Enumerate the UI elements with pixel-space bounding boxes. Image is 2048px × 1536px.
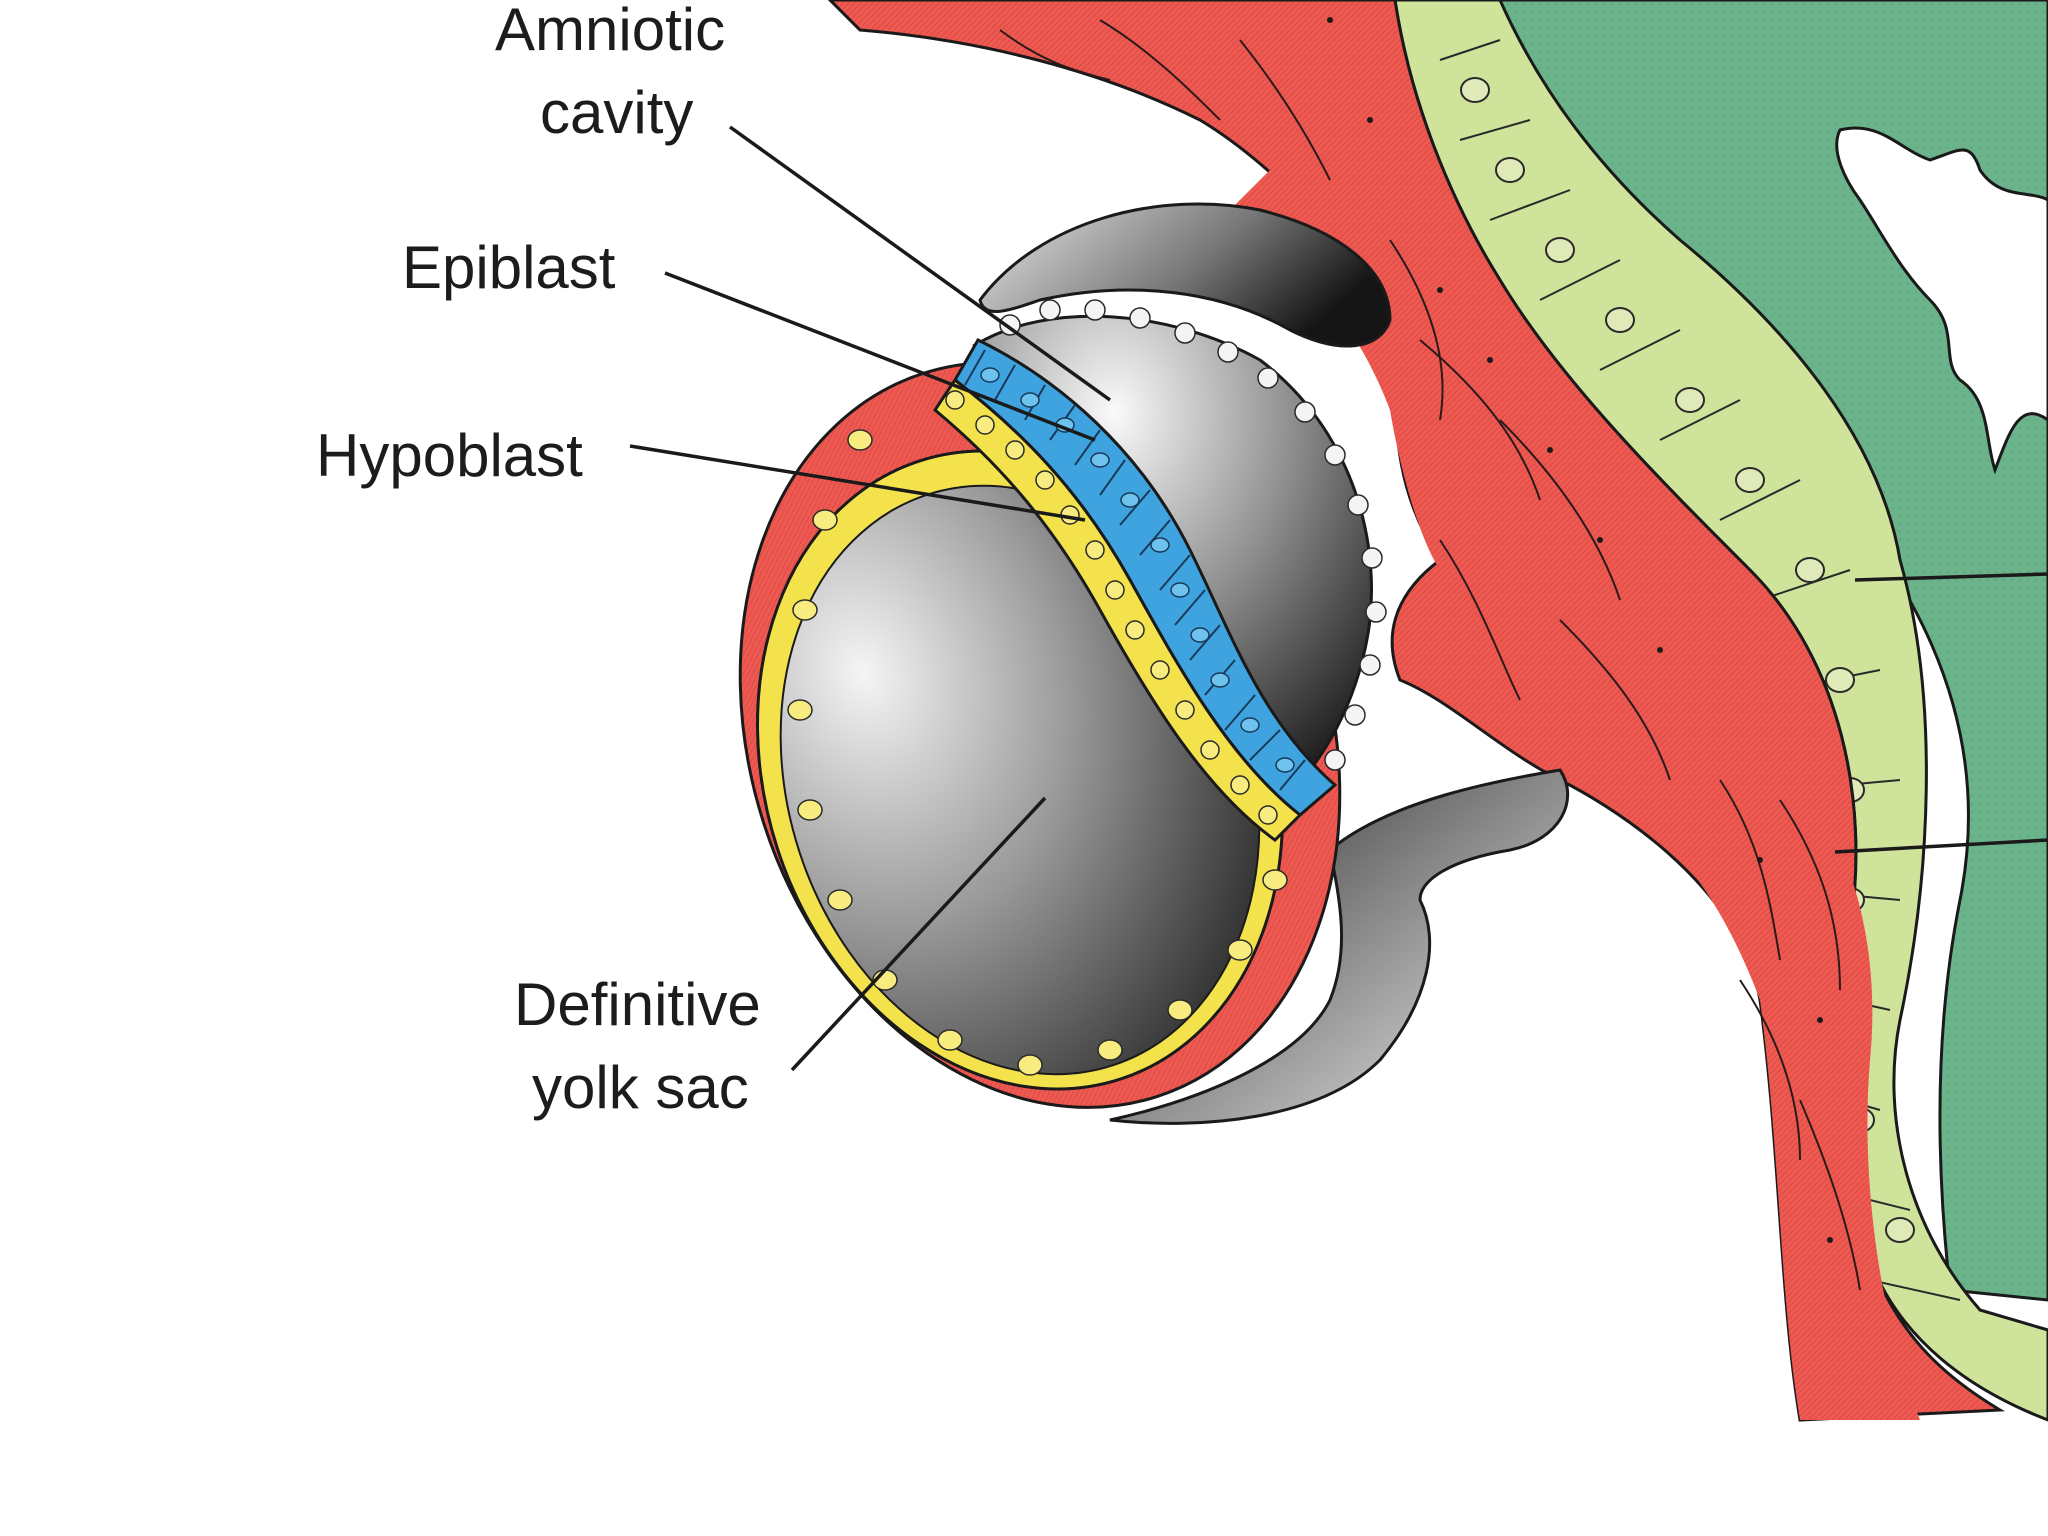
- cell-nucleus-icon: [1090, 452, 1110, 468]
- cell-nucleus-icon: [792, 599, 818, 621]
- cell-nucleus-icon: [1885, 1217, 1915, 1243]
- cell-nucleus-icon: [980, 367, 1000, 383]
- cell-nucleus-icon: [1020, 392, 1040, 408]
- fibroblast-cell-icon: [1099, 19, 1221, 121]
- label-definitive-yolk-sac-line2: yolk sac: [532, 1054, 749, 1121]
- cell-nucleus-icon: [1675, 387, 1705, 413]
- connecting-stalk: [1230, 120, 1920, 1420]
- cell-nucleus-icon: [1795, 557, 1825, 583]
- cell-nucleus-icon: [1150, 660, 1170, 680]
- fibroblast-cell-icon: [1799, 1099, 1861, 1291]
- cell-nucleus-icon: [787, 699, 813, 721]
- cell-nucleus-icon: [1227, 939, 1253, 961]
- cell-nucleus-icon: [1460, 77, 1490, 103]
- cell-nucleus-icon: [1262, 869, 1288, 891]
- fibroblast-cell-icon: [1559, 619, 1671, 781]
- gland-lumen: [1835, 126, 2048, 475]
- cell-nucleus-icon: [1167, 999, 1193, 1021]
- label-hypoblast: Hypoblast: [316, 422, 583, 489]
- cell-nucleus-icon: [1735, 467, 1765, 493]
- label-definitive-yolk-sac-line1: Definitive: [514, 971, 761, 1038]
- epiblast-nuclei: [980, 367, 1295, 773]
- cell-nucleus-icon: [1005, 440, 1025, 460]
- cell-nucleus-icon: [1017, 1054, 1043, 1076]
- hypoblast-layer: [933, 377, 1303, 842]
- cell-nucleus-icon: [1125, 620, 1145, 640]
- chorionic-cavity-lower: [1109, 768, 1570, 1125]
- cell-nucleus-icon: [847, 429, 873, 451]
- mesoderm-dots: [1327, 17, 1833, 1243]
- cell-nucleus-icon: [1175, 700, 1195, 720]
- cell-nucleus-icon: [1495, 157, 1525, 183]
- fibroblast-cell-icon: [1439, 539, 1521, 701]
- cell-nucleus-icon: [1200, 740, 1220, 760]
- label-amniotic-cavity-line2: cavity: [540, 79, 693, 146]
- cell-nucleus-icon: [1035, 470, 1055, 490]
- cell-nucleus-icon: [937, 1029, 963, 1051]
- leader-definitive-yolk-sac: [790, 796, 1047, 1072]
- leader-right-lower: [1834, 838, 2048, 854]
- fibroblast-cell-icon: [1719, 779, 1781, 961]
- fibroblast-cell-icon: [999, 29, 1111, 81]
- cell-nucleus-icon: [797, 799, 823, 821]
- leader-epiblast: [664, 271, 1096, 442]
- cell-nucleus-icon: [1230, 775, 1250, 795]
- cell-nucleus-icon: [1545, 237, 1575, 263]
- label-epiblast: Epiblast: [402, 234, 616, 301]
- leader-right-upper: [1854, 572, 2048, 582]
- cell-nucleus-icon: [827, 889, 853, 911]
- amnion-cells: [999, 299, 1387, 771]
- cell-nucleus-icon: [1825, 667, 1855, 693]
- leader-hypoblast: [629, 444, 1086, 522]
- cell-nucleus-icon: [1105, 580, 1125, 600]
- fibroblast-cell-icon: [1239, 39, 1331, 181]
- cell-nucleus-icon: [1190, 627, 1210, 643]
- labels: Amniotic cavity Epiblast Hypoblast Defin…: [316, 0, 761, 1121]
- cell-nucleus-icon: [1085, 540, 1105, 560]
- cell-nucleus-icon: [1150, 537, 1170, 553]
- fibroblast-cell-icon: [1419, 339, 1541, 501]
- cell-nucleus-icon: [1275, 757, 1295, 773]
- hypoblast-cells: [945, 390, 1278, 825]
- fibroblast-cell-icon: [1499, 419, 1621, 601]
- cell-nucleus-icon: [1120, 492, 1140, 508]
- cell-nucleus-icon: [975, 415, 995, 435]
- label-amniotic-cavity-line1: Amniotic: [495, 0, 725, 63]
- chorionic-cavity-upper: [978, 202, 1392, 348]
- cell-nucleus-icon: [1097, 1039, 1123, 1061]
- cell-nucleus-icon: [1210, 672, 1230, 688]
- mesoderm-fibroblasts: [999, 19, 1861, 1291]
- cell-nucleus-icon: [1170, 582, 1190, 598]
- cell-nucleus-icon: [812, 509, 838, 531]
- cell-nucleus-icon: [1605, 307, 1635, 333]
- cell-nucleus-icon: [1240, 717, 1260, 733]
- leader-amniotic-cavity: [728, 125, 1112, 402]
- cell-nucleus-icon: [945, 390, 965, 410]
- fibroblast-cell-icon: [1739, 979, 1801, 1161]
- leader-lines: [629, 125, 2048, 1072]
- fibroblast-cell-icon: [1389, 239, 1444, 421]
- cell-nucleus-icon: [1258, 805, 1278, 825]
- fibroblast-cell-icon: [1779, 799, 1841, 991]
